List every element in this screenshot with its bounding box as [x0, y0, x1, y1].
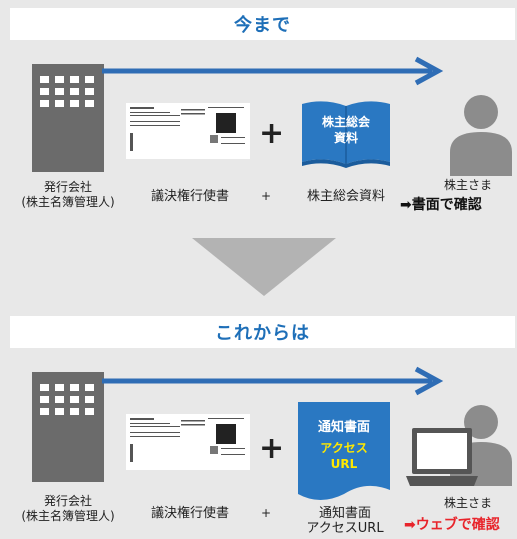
result-web-confirm: ➡ウェブで確認	[404, 517, 500, 533]
materials-label: 株主総会資料	[306, 189, 385, 204]
notice-label-line1: 通知書面	[318, 506, 371, 521]
notice-document-icon	[298, 402, 390, 500]
issuer-label-line2: (株主名簿管理人)	[21, 195, 115, 209]
issuer-label-line1: 発行会社	[43, 494, 92, 508]
section-header-after: これからは	[10, 316, 515, 348]
notice-label: 通知書面 アクセスURL	[290, 506, 400, 536]
issuer-label-line2: (株主名簿管理人)	[21, 509, 115, 523]
flow-arrow	[102, 56, 444, 86]
notice-label-line2: アクセスURL	[306, 521, 384, 536]
building-icon	[32, 372, 104, 482]
shareholder-label-before: 株主さま	[443, 178, 492, 192]
voting-form-image	[126, 103, 250, 159]
notice-document-text: 通知書面 アクセス URL	[298, 420, 390, 472]
section-title-after: これからは	[215, 323, 310, 344]
issuer-label-line1: 発行会社	[43, 180, 92, 194]
issuer-label-after: 発行会社 (株主名簿管理人)	[8, 494, 128, 524]
issuer-label-before: 発行会社 (株主名簿管理人)	[8, 180, 128, 210]
laptop-icon	[406, 428, 478, 486]
book-text-line2: 資料	[333, 131, 358, 145]
shareholder-label-after: 株主さま	[443, 496, 492, 510]
notice-doc-title: 通知書面	[317, 420, 370, 435]
shareholder-person-icon	[450, 95, 512, 176]
book-cover-text: 株主総会 資料	[298, 114, 394, 146]
plus-sign-after: +	[259, 431, 285, 466]
plus-sign-before: +	[259, 116, 285, 151]
book-text-line1: 株主総会	[321, 115, 370, 129]
plus-small-after: +	[260, 506, 272, 520]
voting-form-image	[126, 414, 250, 470]
building-icon	[32, 64, 104, 172]
voting-form-label-before: 議決権行使書	[150, 189, 229, 204]
section-title-before: 今まで	[234, 15, 291, 36]
flow-arrow	[102, 366, 444, 396]
result-paper-confirm: ➡書面で確認	[400, 197, 482, 213]
shareholder-materials-book-icon	[302, 101, 390, 168]
notice-doc-access-line1: アクセス	[320, 441, 368, 455]
down-arrow	[192, 238, 336, 296]
section-header-before: 今まで	[10, 8, 515, 40]
notice-doc-access-line2: URL	[330, 457, 358, 471]
plus-small-before: +	[260, 189, 272, 203]
voting-form-label-after: 議決権行使書	[150, 506, 229, 521]
